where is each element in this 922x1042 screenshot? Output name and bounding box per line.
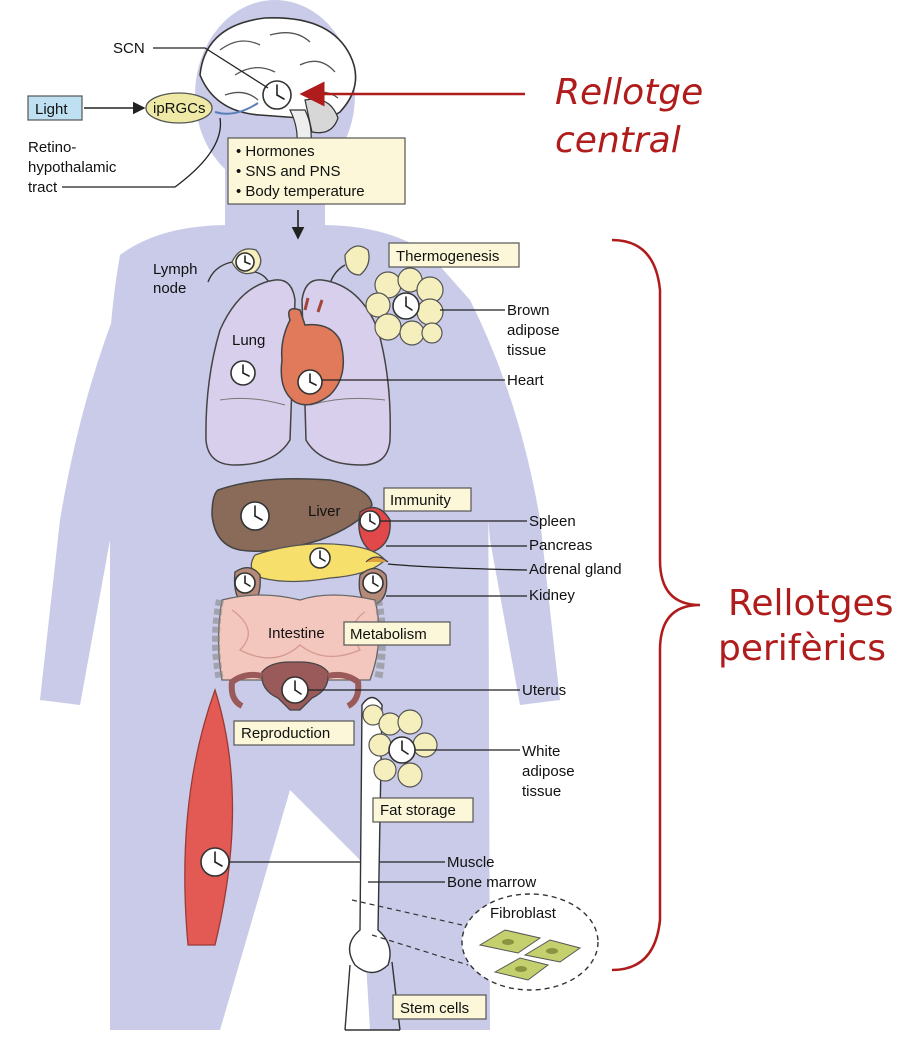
uterus-label: Uterus	[522, 682, 566, 699]
retino-label-1: Retino-	[28, 139, 76, 156]
central-clock-label-1: Rellotge	[555, 72, 703, 113]
thermogenesis-label: Thermogenesis	[396, 248, 499, 265]
output-sns-pns: • SNS and PNS	[236, 163, 340, 180]
reproduction-label: Reproduction	[241, 725, 330, 742]
lymph-node-label-1: Lymph	[153, 261, 197, 278]
clock-icon	[241, 502, 269, 530]
peripheral-clocks-label-2: perifèrics	[718, 628, 886, 669]
clock-icon	[235, 573, 255, 593]
fat-storage-label: Fat storage	[380, 802, 456, 819]
clock-icon	[389, 737, 415, 763]
retino-label-3: tract	[28, 179, 58, 196]
clock-icon	[363, 573, 383, 593]
lymph-node-label-2: node	[153, 280, 186, 297]
peripheral-brace	[612, 240, 700, 970]
light-label: Light	[35, 101, 68, 118]
central-clock-label-2: central	[555, 120, 681, 161]
white-adipose-label-3: tissue	[522, 783, 561, 800]
stem-cells-label: Stem cells	[400, 1000, 469, 1017]
brown-adipose-label-3: tissue	[507, 342, 546, 359]
white-adipose-label-2: adipose	[522, 763, 575, 780]
iprgcs-label: ipRGCs	[153, 100, 206, 117]
scn-label: SCN	[113, 40, 145, 57]
pancreas-label: Pancreas	[529, 537, 592, 554]
clock-icon	[231, 361, 255, 385]
output-hormones: • Hormones	[236, 143, 315, 160]
bone-marrow-label: Bone marrow	[447, 874, 536, 891]
retino-label-2: hypothalamic	[28, 159, 117, 176]
clock-icon	[310, 548, 330, 568]
metabolism-label: Metabolism	[350, 626, 427, 643]
clock-icon	[263, 81, 291, 109]
clock-icon	[201, 848, 229, 876]
lung-label: Lung	[232, 332, 265, 349]
white-adipose-label-1: White	[522, 743, 560, 760]
fibroblast-label: Fibroblast	[490, 905, 557, 922]
clock-icon	[298, 370, 322, 394]
heart-label: Heart	[507, 372, 545, 389]
adrenal-gland-label: Adrenal gland	[529, 561, 622, 578]
spleen-label: Spleen	[529, 513, 576, 530]
output-body-temperature: • Body temperature	[236, 183, 365, 200]
kidney-label: Kidney	[529, 587, 575, 604]
brown-adipose-label-2: adipose	[507, 322, 560, 339]
clock-icon	[282, 677, 308, 703]
brown-adipose-label-1: Brown	[507, 302, 550, 319]
clock-icon	[393, 293, 419, 319]
muscle-label: Muscle	[447, 854, 495, 871]
intestine-label: Intestine	[268, 625, 325, 642]
peripheral-clocks-label-1: Rellotges	[728, 583, 893, 624]
liver-label: Liver	[308, 503, 341, 520]
clock-icon	[360, 511, 380, 531]
immunity-label: Immunity	[390, 492, 451, 509]
